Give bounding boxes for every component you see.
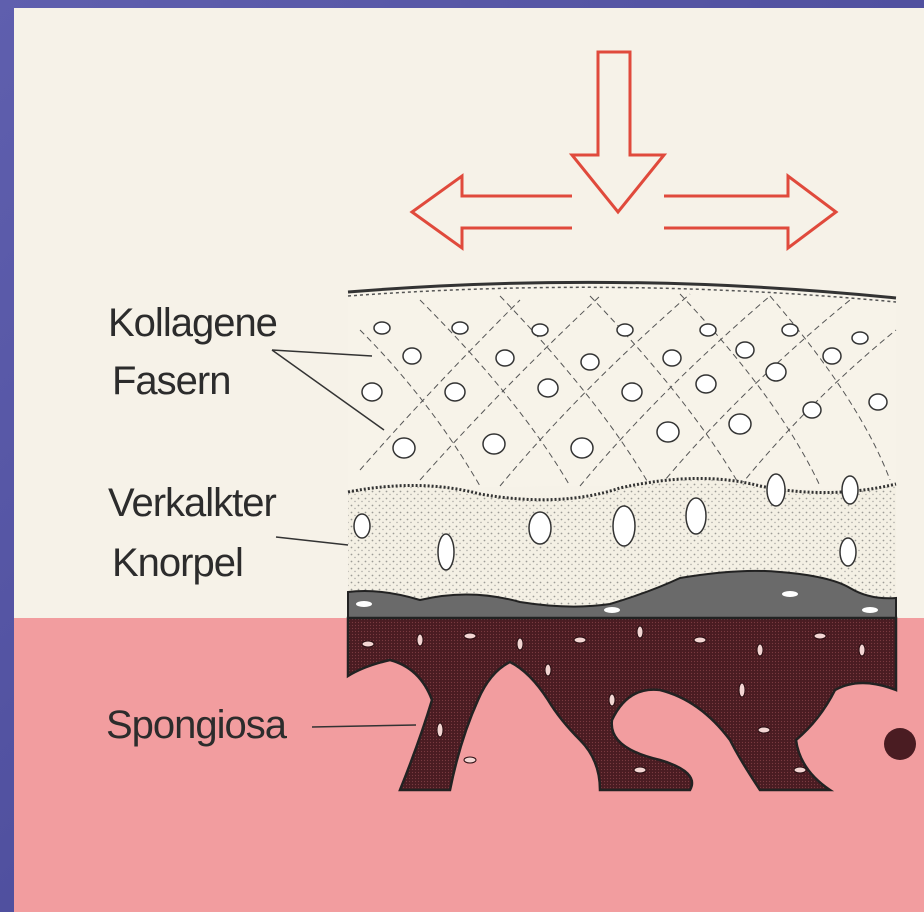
hyaline-cartilage-layer xyxy=(348,282,896,492)
label-kollagene: Kollagene xyxy=(108,300,277,346)
label-spongiosa: Spongiosa xyxy=(106,702,286,748)
partial-cell-right xyxy=(884,728,916,760)
label-knorpel: Knorpel xyxy=(112,540,243,586)
label-verkalkter: Verkalkter xyxy=(108,480,276,526)
label-fasern: Fasern xyxy=(112,358,231,404)
